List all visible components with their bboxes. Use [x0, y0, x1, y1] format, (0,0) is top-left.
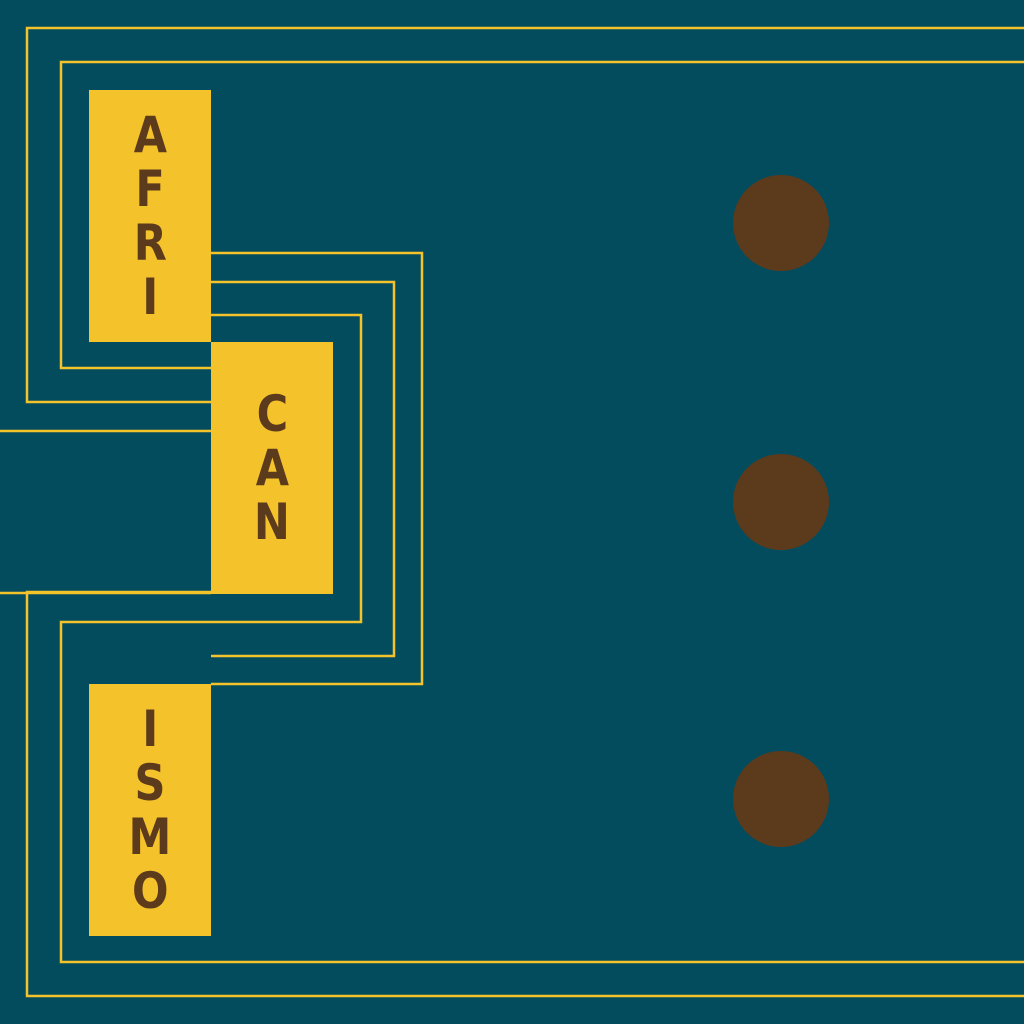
- letter: C: [256, 385, 288, 443]
- text-block-afri: A F R I: [89, 90, 211, 342]
- letter: S: [134, 754, 166, 812]
- letter: O: [131, 862, 169, 920]
- letter: I: [141, 268, 158, 326]
- frame-lines: [0, 26, 1024, 998]
- letter: R: [133, 214, 167, 272]
- dots: [733, 175, 829, 847]
- dot-top: [733, 175, 829, 271]
- step-line-3: [211, 313, 363, 624]
- dot-bottom: [733, 751, 829, 847]
- frame-line-inner: [0, 429, 211, 595]
- letter: F: [135, 160, 165, 218]
- step-line-2: [211, 280, 396, 658]
- letter: M: [128, 808, 172, 866]
- step-line-1: [211, 251, 424, 686]
- letter: N: [253, 493, 290, 551]
- letter: A: [255, 439, 289, 497]
- letter: A: [133, 106, 167, 164]
- frame-line-middle: [59, 60, 1024, 964]
- dot-middle: [733, 454, 829, 550]
- letter: I: [141, 700, 158, 758]
- text-block-can: C A N: [211, 342, 333, 594]
- text-block-ismo: I S M O: [89, 684, 211, 936]
